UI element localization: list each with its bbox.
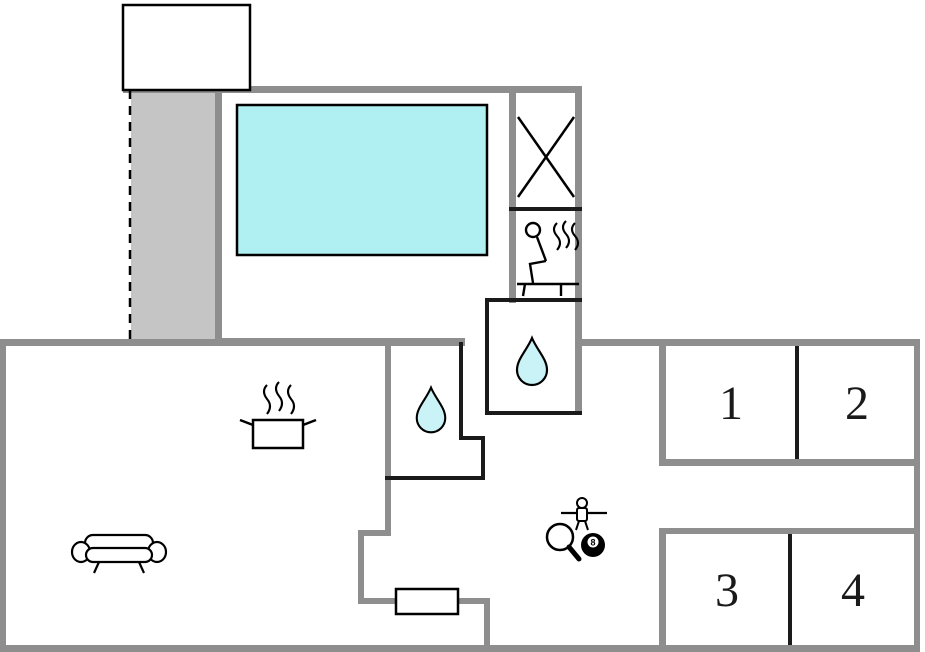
foosball-player-icon bbox=[576, 497, 588, 509]
paddle-handle bbox=[566, 544, 582, 562]
wall-outer-left bbox=[0, 339, 6, 652]
wall-bedroom34-left bbox=[659, 528, 666, 652]
sauna-person-legs bbox=[528, 259, 547, 284]
bedroom-4-label: 4 bbox=[841, 564, 865, 617]
wall-entry-jog bbox=[358, 530, 391, 536]
annex-outbuilding bbox=[121, 3, 252, 92]
bedroom-2-label: 2 bbox=[845, 377, 869, 430]
steam-icon bbox=[262, 384, 272, 415]
steam-icon bbox=[274, 381, 284, 412]
wall-pool-right bbox=[509, 86, 516, 303]
sofa-icon bbox=[70, 533, 168, 574]
sofa-seat bbox=[84, 546, 154, 564]
sofa-leg bbox=[137, 561, 146, 574]
sauna-bench-leg bbox=[521, 283, 527, 297]
foosball-player-leg bbox=[584, 520, 589, 531]
water-drop-icon bbox=[515, 335, 549, 387]
foosball-player-leg bbox=[575, 520, 580, 531]
sauna-icon bbox=[517, 220, 580, 297]
wall-main-top-right bbox=[576, 339, 920, 346]
terrace-area bbox=[131, 90, 215, 339]
heat-wave-icon bbox=[561, 220, 571, 249]
billiard-ball-number-circle bbox=[587, 536, 599, 548]
sauna-person-head bbox=[524, 221, 542, 239]
heat-wave-icon bbox=[552, 222, 562, 251]
bathroom-icons bbox=[415, 335, 549, 434]
entrance-step bbox=[394, 587, 460, 616]
wall-pool-left bbox=[215, 86, 222, 346]
wall-bedroom34-top bbox=[659, 528, 920, 534]
wall-main-top-left bbox=[0, 339, 465, 346]
partition-bath2-bottom bbox=[485, 411, 582, 415]
partition-bath1-bottom bbox=[385, 476, 485, 480]
heat-wave-icon bbox=[570, 222, 580, 251]
bedroom-1-label: 1 bbox=[719, 377, 743, 430]
wall-entry-right bbox=[484, 598, 490, 652]
wall-right-upper bbox=[575, 86, 582, 415]
shower-cross-icon bbox=[516, 116, 576, 198]
wall-bedroom12-bottom bbox=[659, 459, 920, 466]
foosball-player-body bbox=[576, 507, 588, 522]
table-tennis-paddle-icon bbox=[545, 522, 575, 552]
wall-entry-left bbox=[358, 530, 364, 604]
wall-outer-bottom bbox=[0, 645, 920, 652]
partition-bath1-right bbox=[459, 342, 463, 440]
bedroom-3-label: 3 bbox=[715, 564, 739, 617]
wall-outer-right bbox=[914, 339, 920, 652]
billiard-ball-number: 8 bbox=[590, 538, 595, 548]
pot-body bbox=[251, 418, 305, 450]
water-drop-icon bbox=[415, 384, 447, 434]
wall-living-right bbox=[385, 339, 391, 536]
sauna-person-torso bbox=[535, 236, 548, 262]
partition-bath1-step-v bbox=[481, 436, 485, 480]
partition-bath2-left bbox=[485, 298, 489, 415]
games-icons: 8 bbox=[545, 497, 607, 562]
wall-bedroom12-left bbox=[659, 339, 666, 466]
wall-top-upper bbox=[123, 86, 582, 93]
steam-icon bbox=[286, 384, 296, 415]
sofa-leg bbox=[92, 561, 101, 574]
cooking-pot-icon bbox=[239, 381, 317, 450]
room-labels: 1 2 3 4 bbox=[715, 377, 869, 617]
partition-sauna-bath bbox=[485, 298, 582, 302]
shower-cross-line bbox=[516, 116, 576, 198]
pot-handle bbox=[302, 418, 317, 427]
partition-bath1-step-h bbox=[459, 436, 485, 440]
swimming-pool bbox=[235, 103, 489, 257]
partition-shower-sauna bbox=[509, 207, 582, 211]
pot-handle bbox=[239, 418, 254, 427]
partition-bedroom-1-2 bbox=[795, 346, 799, 459]
partition-bedroom-3-4 bbox=[788, 534, 792, 645]
partitions bbox=[385, 207, 799, 645]
